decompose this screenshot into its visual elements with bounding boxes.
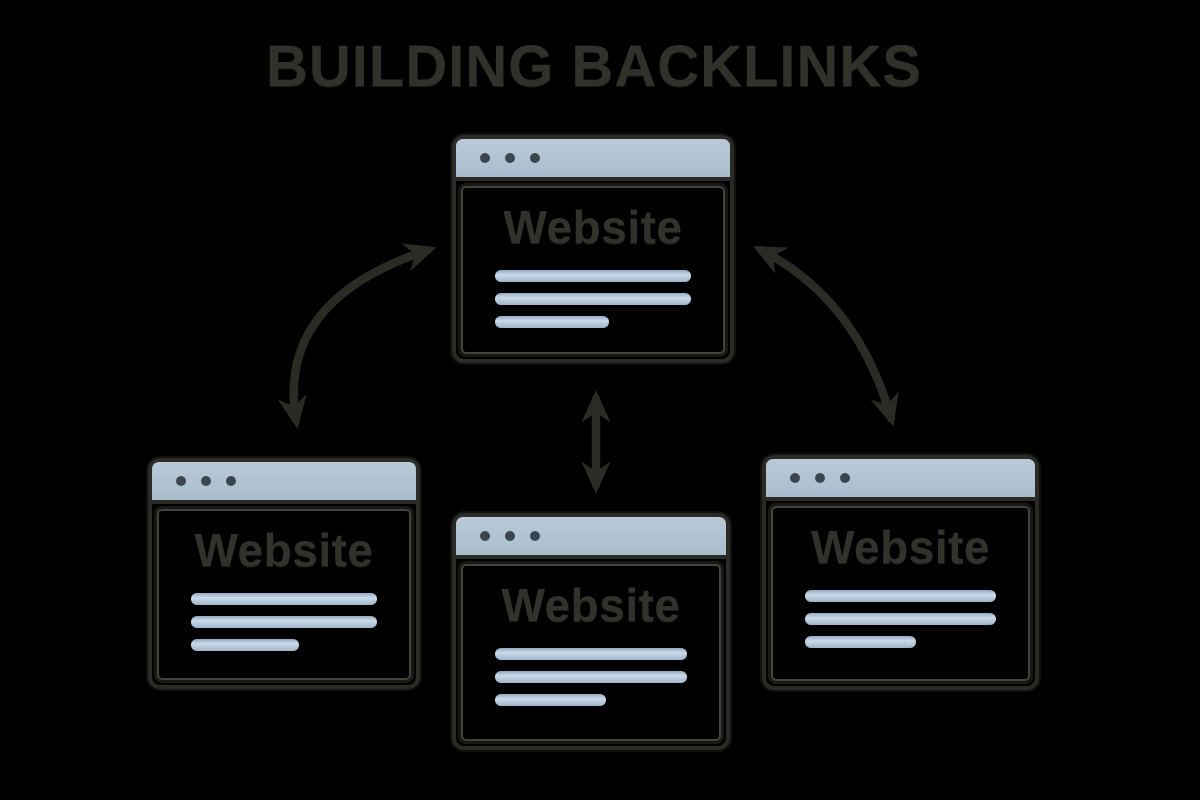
website-label: Website: [503, 201, 683, 253]
placeholder-lines: [495, 270, 691, 328]
website-label: Website: [194, 524, 374, 576]
window-titlebar: [456, 139, 730, 181]
window-body: Website: [771, 506, 1030, 681]
website-label: Website: [501, 579, 681, 631]
window-titlebar: [766, 459, 1035, 501]
window-dot-icon: [480, 531, 490, 541]
window-dot-icon: [815, 473, 825, 483]
diagram-title: BUILDING BACKLINKS: [266, 34, 922, 99]
website-window-center: Website: [452, 513, 730, 750]
curved-double-arrow-left-icon: [277, 243, 437, 429]
window-body: Website: [461, 564, 721, 741]
text-placeholder-line: [805, 590, 996, 602]
website-label: Website: [810, 521, 991, 573]
window-dot-icon: [840, 473, 850, 483]
window-dot-icon: [530, 153, 540, 163]
text-placeholder-line: [191, 616, 377, 628]
website-window-right: Website: [762, 455, 1039, 690]
text-placeholder-line: [495, 694, 607, 706]
window-dot-icon: [505, 531, 515, 541]
window-dot-icon: [201, 476, 211, 486]
website-window-top: Website: [452, 135, 734, 363]
window-body: Website: [461, 186, 725, 354]
text-placeholder-line: [495, 316, 609, 328]
placeholder-lines: [805, 590, 996, 648]
text-placeholder-line: [805, 613, 996, 625]
window-dot-icon: [790, 473, 800, 483]
text-placeholder-line: [495, 270, 691, 282]
text-placeholder-line: [495, 293, 691, 305]
window-dot-icon: [176, 476, 186, 486]
window-dot-icon: [530, 531, 540, 541]
text-placeholder-line: [495, 648, 687, 660]
window-dot-icon: [480, 153, 490, 163]
text-placeholder-line: [191, 639, 299, 651]
text-placeholder-line: [805, 636, 916, 648]
window-dot-icon: [226, 476, 236, 486]
window-titlebar: [152, 462, 416, 504]
placeholder-lines: [191, 593, 377, 651]
text-placeholder-line: [495, 671, 687, 683]
window-body: Website: [157, 509, 411, 680]
window-titlebar: [456, 517, 726, 559]
website-window-left: Website: [148, 458, 420, 689]
text-placeholder-line: [191, 593, 377, 605]
window-dot-icon: [505, 153, 515, 163]
curved-double-arrow-right-icon: [753, 245, 899, 427]
placeholder-lines: [495, 648, 687, 706]
